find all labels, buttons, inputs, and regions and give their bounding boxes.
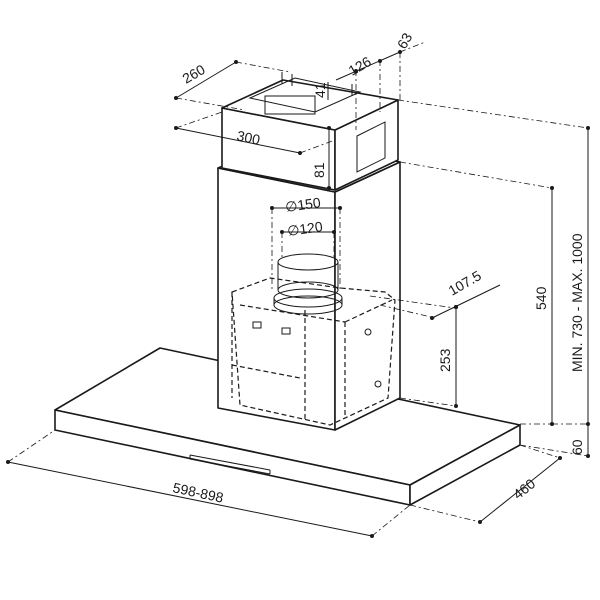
dim-label-chimney-depth: 260	[180, 61, 208, 87]
dim-label-chimney-width: 300	[235, 127, 261, 148]
vent-grille	[356, 121, 386, 173]
dim-label-duct-inner: ∅120	[286, 218, 324, 239]
dimension-total-height: MIN. 730 - MAX. 1000	[397, 99, 590, 426]
dimension-540: 540	[399, 161, 554, 426]
dim-label-motor-height: 253	[437, 348, 453, 372]
mounting-bracket	[248, 72, 362, 115]
dim-label-duct-outer: ∅150	[284, 194, 322, 215]
dimension-duct-diameters: ∅150 ∅120	[270, 194, 342, 290]
dim-label-motor-offset: 107.5	[446, 267, 485, 298]
dim-label-total-height-range: MIN. 730 - MAX. 1000	[569, 233, 585, 372]
motor-housing	[231, 277, 396, 426]
dim-label-hood-height: 540	[533, 286, 549, 310]
dim-label-top-offset-126: 126	[346, 53, 374, 79]
dimension-300: 300	[174, 111, 336, 155]
dim-label-top-offset-63: 63	[394, 30, 416, 52]
dimension-60: 60	[519, 424, 590, 458]
dimension-253: 253	[399, 305, 458, 408]
dimension-81: 81	[311, 126, 331, 190]
lower-chimney	[217, 139, 401, 431]
dim-label-canopy-thickness: 60	[569, 439, 585, 455]
dim-label-cover-height: 81	[311, 162, 327, 178]
dim-label-canopy-width: 598-898	[171, 479, 225, 505]
dim-label-top-small-41: 41	[312, 82, 328, 98]
exhaust-duct	[273, 253, 343, 315]
